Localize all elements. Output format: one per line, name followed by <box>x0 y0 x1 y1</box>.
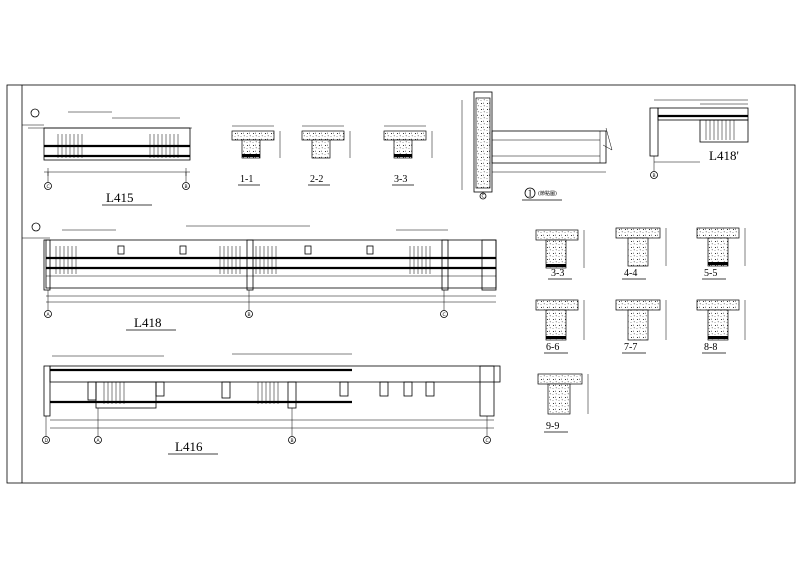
section-8-8-label: 8-8 <box>704 342 717 353</box>
beam-l418-elevation: A B C <box>22 222 497 318</box>
section-1-1-label: 1-1 <box>240 174 253 185</box>
l418p-grid-b: B <box>653 173 656 179</box>
detail-grid-c: C <box>482 194 485 200</box>
section-2-2-label: 2-2 <box>310 174 323 185</box>
beam-l415-title: L415 <box>106 190 133 205</box>
l415-grid-c: C <box>47 184 50 190</box>
beam-l415-elevation: C B <box>22 108 192 190</box>
section-4-4-label: 4-4 <box>624 268 637 279</box>
section-9-9-drawing <box>537 373 589 415</box>
beam-l418p-title: L418' <box>709 148 739 163</box>
section-3-3-top-drawing <box>383 125 433 159</box>
beam-l416-title: L416 <box>175 439 203 454</box>
l416-grid-a: A <box>97 438 101 444</box>
l416-grid-c: C <box>486 438 489 444</box>
section-6-6-label: 6-6 <box>546 342 559 353</box>
section-6-6-drawing <box>535 299 585 341</box>
section-3-3-right-drawing <box>535 229 585 269</box>
sheet-border <box>6 84 796 484</box>
section-5-5-drawing <box>696 227 746 267</box>
section-1-1-drawing <box>231 125 281 159</box>
l418-grid-a: A <box>47 312 51 318</box>
section-7-7-label: 7-7 <box>624 342 637 353</box>
l415-grid-b: B <box>185 184 188 190</box>
l416-grid-d: D <box>45 438 49 444</box>
section-8-8-drawing <box>696 299 746 341</box>
node-detail-drawing: C <box>461 91 613 200</box>
section-2-2-drawing <box>301 125 351 159</box>
section-3-3-right-label: 3-3 <box>551 268 564 279</box>
section-9-9-label: 9-9 <box>546 421 559 432</box>
l418-grid-b: B <box>248 312 251 318</box>
beam-l418-title: L418 <box>134 315 161 330</box>
beam-l418p-elevation: B <box>649 99 749 179</box>
node-detail-title: 1 (節點圖) <box>522 187 562 201</box>
section-4-4-drawing <box>615 227 667 267</box>
section-5-5-label: 5-5 <box>704 268 717 279</box>
node-detail-number: 1 <box>528 189 533 200</box>
l418-grid-c: C <box>443 312 446 318</box>
section-7-7-drawing <box>615 299 667 341</box>
l416-grid-b: B <box>291 438 294 444</box>
beam-l416-elevation: D A B C <box>42 353 501 444</box>
node-detail-label: (節點圖) <box>538 190 557 197</box>
section-3-3-top-label: 3-3 <box>394 174 407 185</box>
